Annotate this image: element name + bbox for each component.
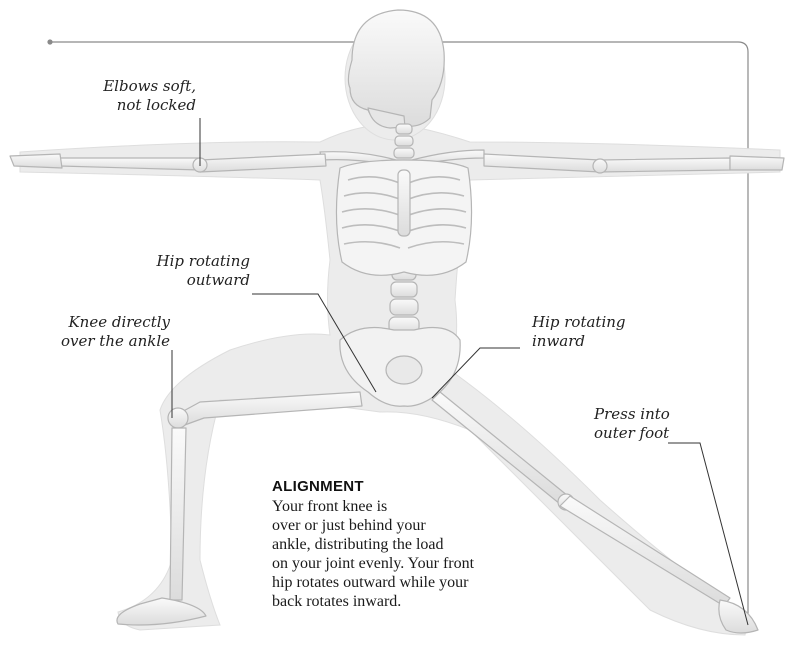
knee-front [168,408,188,428]
alignment-line: ankle, distributing the load [272,535,572,554]
alignment-line: hip rotates outward while your [272,573,572,592]
alignment-body: Your front knee is over or just behind y… [272,497,572,611]
alignment-line: back rotates inward. [272,592,572,611]
callout-knee-line1: Knee directly [40,313,170,332]
alignment-line: Your front knee is [272,497,572,516]
forearm-right [600,158,730,172]
callout-outer-foot: Press into outer foot [594,405,694,443]
callout-hip-inward-line2: inward [532,332,662,351]
callout-hip-outward-line1: Hip rotating [120,252,250,271]
callout-elbows-line1: Elbows soft, [64,77,196,96]
elbow-right [593,159,607,173]
callout-outer-foot-line1: Press into [594,405,694,424]
callout-knee-line2: over the ankle [40,332,170,351]
alignment-line: on your joint evenly. Your front [272,554,572,573]
alignment-line: over or just behind your [272,516,572,535]
alignment-heading: ALIGNMENT [272,478,572,496]
foot-back [719,600,758,633]
callout-elbows: Elbows soft, not locked [64,77,196,115]
hand-left [10,154,62,168]
sternum [398,170,410,236]
callout-hip-inward: Hip rotating inward [532,313,662,351]
hand-right [730,156,784,170]
callout-outer-foot-line2: outer foot [594,424,694,443]
skull [348,10,444,126]
callout-elbows-line2: not locked [64,96,196,115]
callout-hip-inward-line1: Hip rotating [532,313,662,332]
callout-hip-outward: Hip rotating outward [120,252,250,290]
alignment-note: ALIGNMENT Your front knee is over or jus… [272,478,572,611]
callout-knee: Knee directly over the ankle [40,313,170,351]
callout-hip-outward-line2: outward [120,271,250,290]
